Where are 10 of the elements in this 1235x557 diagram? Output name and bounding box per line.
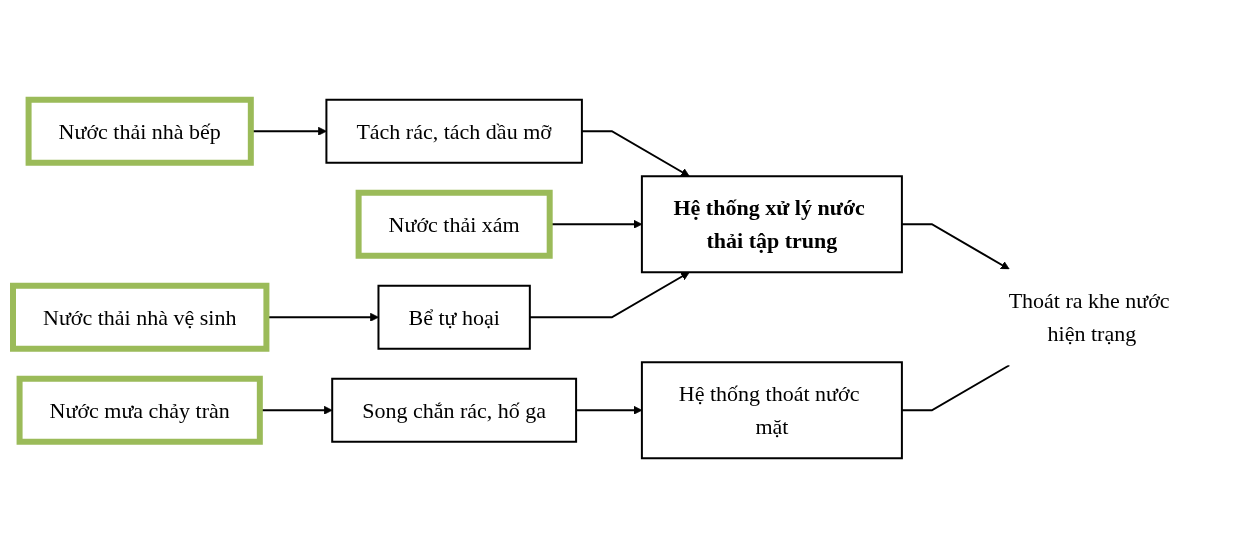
- node-box: Song chắn rác, hố ga: [331, 377, 578, 443]
- node-box: Nước mưa chảy tràn: [16, 375, 263, 445]
- node-box: Hệ thống xử lý nước thải tập trung: [640, 174, 903, 273]
- node-box: Hệ thống thoát nước mặt: [640, 360, 903, 459]
- node-box: Nước thải nhà vệ sinh: [10, 282, 270, 352]
- node-box: Tách rác, tách dầu mỡ: [325, 98, 583, 164]
- node-text: Thoát ra khe nước hiện trạng: [1008, 287, 1170, 346]
- node-box: Bể tự hoại: [377, 284, 531, 350]
- node-box: Nước thải xám: [355, 189, 553, 259]
- node-box: Nước thải nhà bếp: [25, 96, 254, 166]
